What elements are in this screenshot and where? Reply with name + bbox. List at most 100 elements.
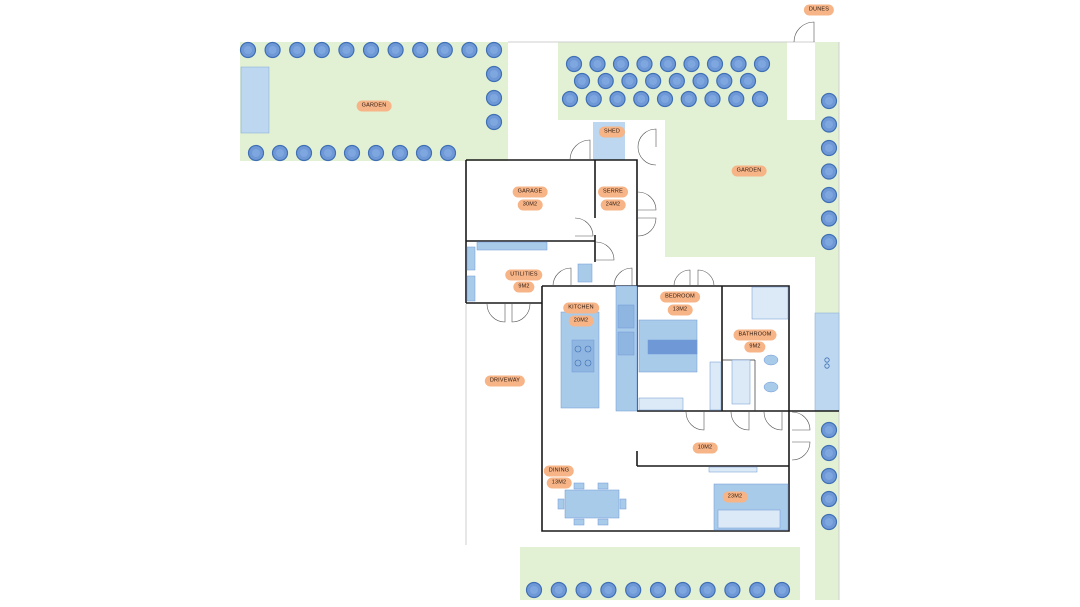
wardrobe: [638, 397, 684, 411]
shrub-center: [416, 46, 425, 54]
shrub-center: [391, 46, 400, 54]
shrub-center: [490, 94, 498, 102]
shrub-center: [244, 46, 252, 54]
shrub-center: [825, 191, 833, 199]
shrub-center: [734, 60, 743, 68]
utilities-machine-2: [466, 275, 476, 302]
shrub-center: [744, 77, 752, 85]
label-bathroom: BATHROOM: [733, 329, 777, 341]
label-dunes: DUNES: [803, 4, 835, 16]
label-kitchen: KITCHEN: [563, 302, 599, 314]
shrub-center: [732, 95, 741, 103]
shrub-center: [268, 46, 277, 54]
toilet-2: [763, 381, 779, 393]
shrub-center: [708, 95, 717, 103]
label-shed: SHED: [598, 126, 626, 138]
label-garden-left: GARDEN: [356, 100, 392, 112]
shrub-center: [640, 60, 649, 68]
label-garden-right: GARDEN: [731, 165, 767, 177]
label-kitchen-area: 20M2: [568, 315, 594, 327]
dining-chair: [619, 498, 627, 510]
shrub-center: [342, 46, 351, 54]
shrub-center: [465, 46, 474, 54]
shrub-center: [825, 472, 833, 480]
shrub-center: [490, 46, 498, 54]
shrub-center: [348, 149, 356, 157]
shrub-center: [684, 95, 693, 103]
shrub-center: [566, 95, 574, 103]
label-driveway: DRIVEWAY: [484, 375, 526, 387]
kitchen-hob: [571, 339, 595, 373]
dining-chair: [597, 482, 609, 490]
shrub-center: [367, 46, 375, 54]
shrub-center: [758, 60, 766, 68]
shrub-center: [604, 586, 613, 594]
label-garage: GARAGE: [512, 186, 548, 198]
garden-right-lawn: [665, 120, 815, 257]
shrub-center: [570, 60, 578, 68]
shrub-center: [276, 149, 284, 157]
dining-table: [564, 489, 620, 519]
shrub-center: [825, 518, 833, 526]
shrub-center: [317, 46, 326, 54]
shrub-center: [440, 46, 449, 54]
kitchen-sink-2: [617, 331, 635, 356]
utilities-counter: [476, 241, 548, 251]
utilities-sink: [577, 263, 593, 283]
hob-burners: [574, 345, 592, 367]
label-hall-area: 10M2: [692, 442, 718, 454]
shrub-center: [825, 167, 833, 176]
shrub-center: [490, 118, 498, 126]
label-utilities: UTILITIES: [505, 269, 543, 281]
label-bedroom: BEDROOM: [660, 291, 700, 303]
shrub-center: [396, 149, 404, 157]
shrub-center: [617, 60, 625, 68]
shrub-center: [825, 426, 833, 434]
shrub-center: [703, 586, 712, 594]
toilet-1: [763, 354, 779, 366]
shrub-center: [678, 586, 687, 594]
label-dining-area: 13M2: [546, 477, 572, 489]
shrub-center: [579, 586, 588, 594]
shrub-center: [420, 149, 428, 157]
label-living-area: 23M2: [722, 491, 748, 503]
label-bathroom-area: 9M2: [744, 341, 766, 353]
shrub-center: [711, 60, 719, 68]
pool: [240, 66, 270, 134]
shrub-center: [252, 149, 260, 157]
shrub-center: [530, 586, 538, 594]
shrub-center: [649, 77, 658, 85]
shrub-center: [324, 149, 332, 157]
doors: [486, 21, 815, 461]
shrub-center: [720, 77, 729, 85]
shrub-center: [825, 495, 833, 503]
bed-cover: [647, 339, 698, 355]
dining-chair: [557, 498, 565, 510]
shrub-center: [372, 149, 380, 157]
shrub-center: [825, 144, 833, 152]
label-serre: SERRE: [598, 186, 628, 198]
dining-chair: [597, 518, 609, 526]
shrub-center: [625, 77, 634, 85]
shrub-center: [601, 77, 610, 85]
shrub-center: [554, 586, 563, 594]
sofa-seat: [717, 509, 781, 529]
shrub-center: [672, 77, 681, 85]
shrub-center: [661, 95, 669, 103]
label-garage-area: 30M2: [517, 199, 543, 211]
dining-chair: [573, 482, 585, 490]
shrub-center: [756, 95, 764, 103]
dining-chair: [573, 518, 585, 526]
label-bedroom-area: 13M2: [667, 304, 693, 316]
shower: [751, 286, 789, 320]
shrub-center: [637, 95, 646, 103]
shrub-center: [490, 70, 498, 78]
shrub-center: [825, 214, 833, 223]
shrub-center: [654, 586, 662, 594]
closet: [709, 361, 722, 411]
shrub-center: [578, 77, 586, 85]
shrub-center: [825, 97, 833, 105]
fixtures: [466, 241, 789, 531]
shrub-center: [444, 149, 452, 157]
kitchen-sink-1: [617, 304, 635, 329]
